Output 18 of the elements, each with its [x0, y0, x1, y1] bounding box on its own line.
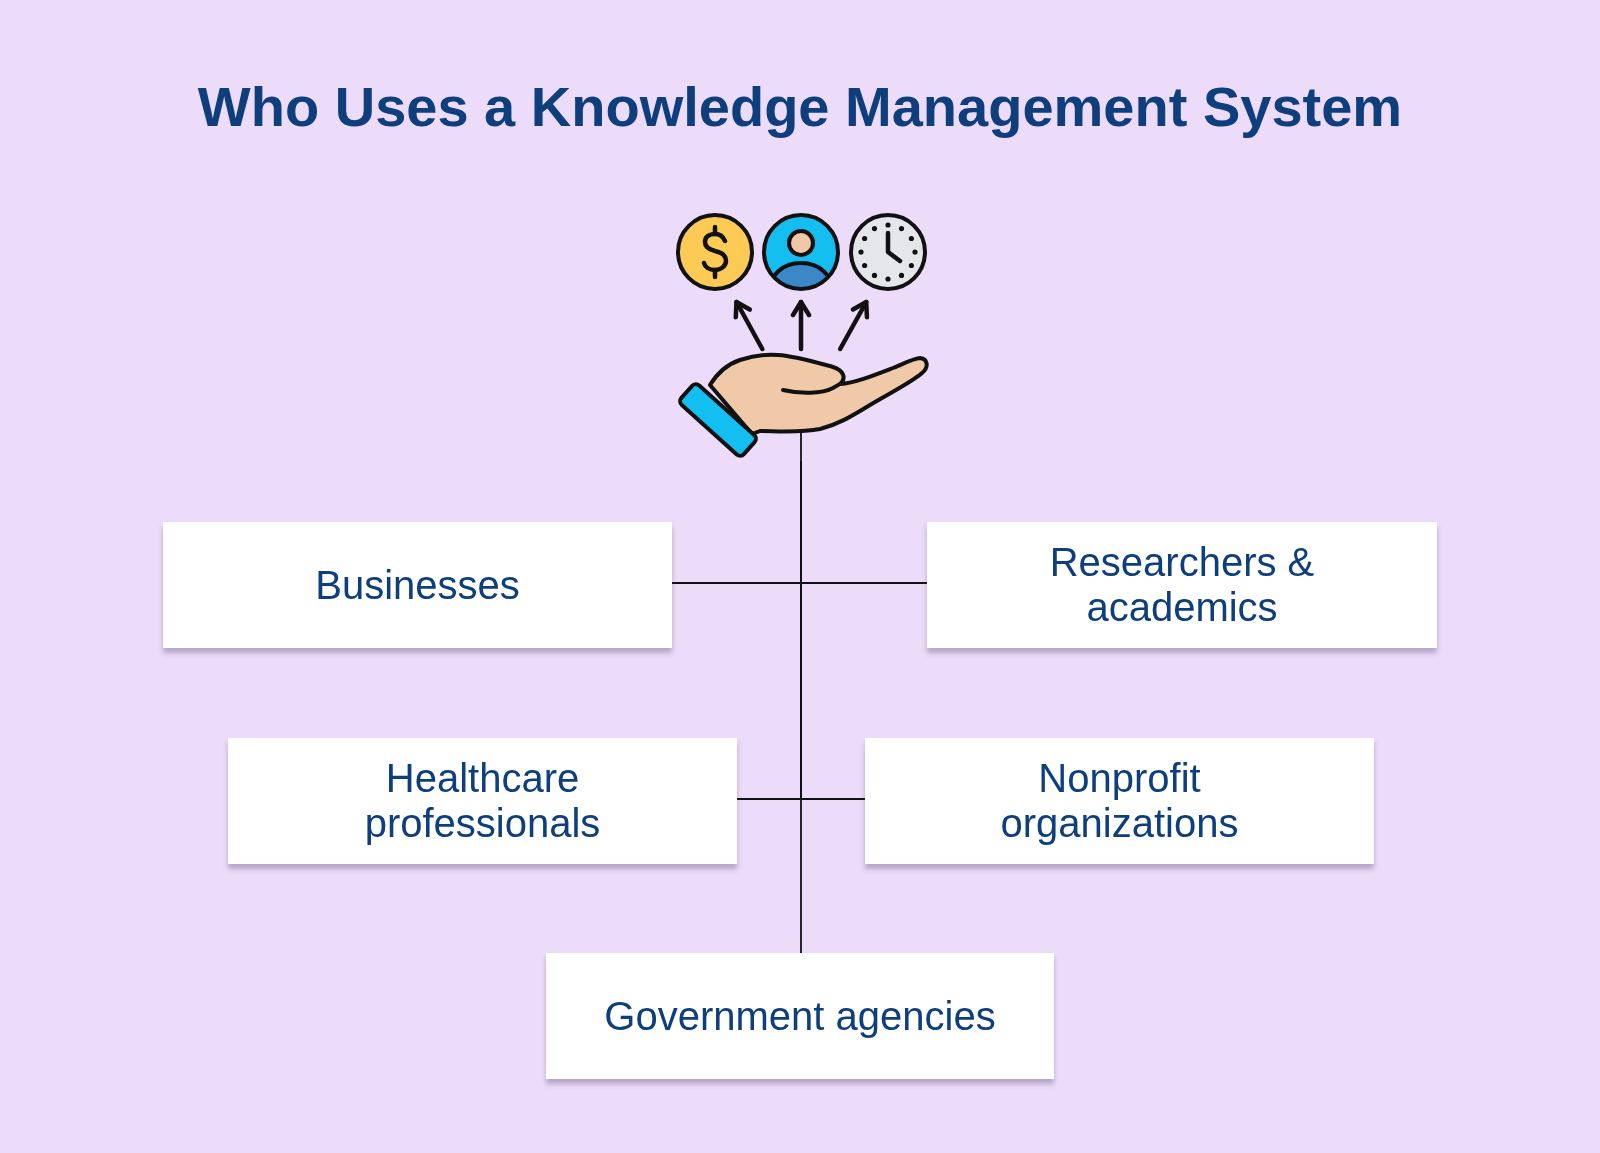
audience-label: Businesses: [315, 562, 520, 608]
audience-label: Healthcare professionals: [363, 756, 602, 846]
audience-label: Government agencies: [604, 993, 996, 1039]
title: Who Uses a Knowledge Management System: [197, 74, 1403, 140]
dollar-coin-icon: [675, 212, 755, 292]
audience-card: [927, 522, 1437, 648]
audience-card: [228, 738, 737, 864]
audience-card: [163, 522, 672, 648]
audience-card: [865, 738, 1374, 864]
arrow: [790, 299, 812, 352]
clock-icon: [848, 212, 928, 292]
audience-card: [546, 953, 1054, 1079]
audience-label: Nonprofit organizations: [999, 756, 1240, 846]
person-icon: [761, 212, 841, 292]
connector-line: [800, 460, 802, 954]
arrow: [733, 299, 765, 352]
audience-label: Researchers & academics: [1048, 540, 1316, 630]
arrow: [837, 299, 870, 352]
